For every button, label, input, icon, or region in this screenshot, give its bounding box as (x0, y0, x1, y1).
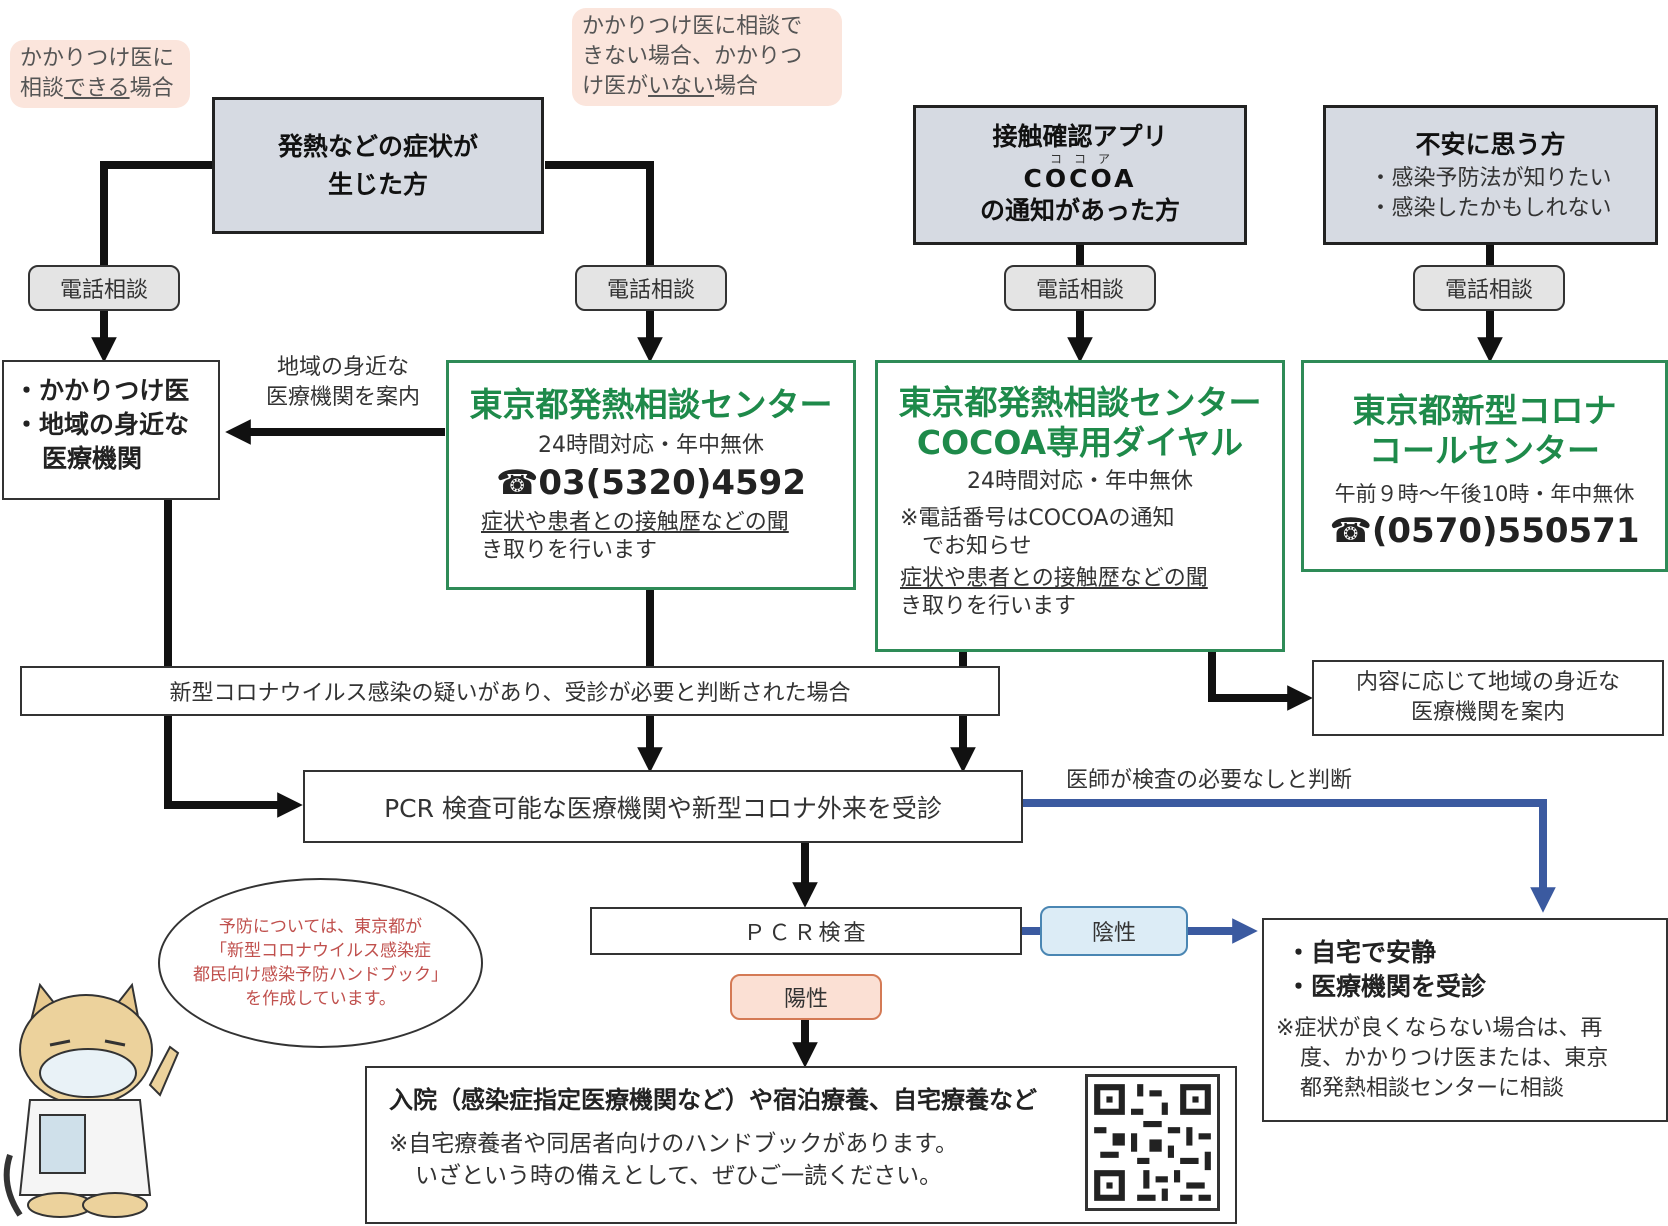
pcr-test-box: ＰＣＲ検査 (590, 907, 1022, 955)
center1-note1: 症状や患者との接触歴などの聞 (481, 510, 789, 535)
cocoa-line3: の通知があった方 (979, 196, 1180, 225)
positive-tag: 陽性 (730, 974, 882, 1020)
bubble-left-underline: できる (64, 76, 130, 101)
phone-consult-pill-1: 電話相談 (28, 265, 180, 311)
center3-title1: 東京都新型コロナ (1352, 391, 1617, 430)
home-item2: ・医療機関を受診 (1286, 972, 1487, 1001)
suspected-infection-box: 新型コロナウイルス感染の疑いがあり、受診が必要と判断された場合 (20, 666, 1000, 716)
phone-consult-pill-3: 電話相談 (1004, 265, 1156, 311)
outcome-title: 入院（感染症指定医療機関など）や宿泊療養、自宅療養など (389, 1086, 1037, 1114)
doctor-judge-label: 医師が検査の必要なしと判断 (1066, 768, 1353, 793)
center2-note1: 症状や患者との接触歴などの聞 (900, 566, 1208, 591)
anxious-box: 不安に思う方 ・感染予防法が知りたい ・感染したかもしれない (1323, 105, 1658, 245)
speech-line3: 都民向け感染予防ハンドブック」 (193, 965, 448, 985)
phone-consult-pill-4: 電話相談 (1413, 265, 1565, 311)
cocoa-guide-line2: 医療機関を案内 (1410, 700, 1565, 725)
home-note3: 都発熱相談センターに相談 (1300, 1076, 1565, 1101)
guide-line2: 医療機関を案内 (265, 385, 420, 410)
outcome-note2: いざという時の備えとして、ぜひご一読ください。 (415, 1163, 943, 1189)
cocoa-guide-line1: 内容に応じて地域の身近な (1355, 670, 1620, 695)
bubble-right-line2: きない場合、かかりつ (582, 44, 803, 69)
cocoa-dial-center-box: 東京都発熱相談センター COCOA専用ダイヤル 24時間対応・年中無休 ※電話番… (875, 360, 1285, 652)
local-item2: ・地域の身近な (14, 410, 190, 439)
qr-code[interactable] (1085, 1074, 1220, 1211)
center2-note2: き取りを行います (900, 594, 1077, 619)
corona-call-center-box: 東京都新型コロナ コールセンター 午前９時～午後10時・年中無休 ☎(0570)… (1301, 360, 1668, 572)
guide-local-label: 地域の身近な 医療機関を案内 (248, 353, 438, 413)
anxious-item2: ・感染したかもしれない (1369, 196, 1612, 221)
bubble-right-post: 場合 (714, 74, 759, 99)
anxious-title: 不安に思う方 (1415, 130, 1566, 159)
local-item1: ・かかりつけ医 (14, 376, 190, 405)
bubble-left-line1: かかりつけ医に (20, 46, 175, 71)
negative-tag: 陰性 (1040, 906, 1188, 956)
handbook-speech-balloon: 予防については、東京都が 「新型コロナウイルス感染症 都民向け感染予防ハンドブッ… (158, 878, 483, 1048)
bubble-left-post: 場合 (129, 76, 174, 101)
bubble-right-line1: かかりつけ医に相談で (582, 14, 803, 39)
speech-line1: 予防については、東京都が (218, 917, 423, 937)
center3-hours: 午前９時～午後10時・年中無休 (1334, 482, 1635, 506)
fever-consult-center-box: 東京都発熱相談センター 24時間対応・年中無休 ☎03(5320)4592 症状… (446, 360, 856, 590)
home-item1: ・自宅で安静 (1286, 938, 1437, 967)
cocoa-ruby: コ コ ア (1049, 152, 1110, 166)
mascot-cat-doctor-illustration (3, 982, 180, 1218)
home-note2: 度、かかりつけ医または、東京 (1300, 1046, 1609, 1071)
center2-warn2: でお知らせ (922, 534, 1032, 559)
visit-clinic-box: PCR 検査可能な医療機関や新型コロナ外来を受診 (303, 770, 1023, 843)
local-item3: 医療機関 (42, 444, 143, 473)
speech-line2: 「新型コロナウイルス感染症 (210, 941, 431, 961)
bubble-right-pre: け医が (582, 74, 649, 99)
guide-line1: 地域の身近な (276, 355, 409, 380)
local-doctor-box: ・かかりつけ医 ・地域の身近な 医療機関 (2, 360, 220, 500)
center2-title1: 東京都発熱相談センター (898, 383, 1262, 422)
center2-title2: COCOA専用ダイヤル (916, 423, 1244, 462)
bubble-left-pre: 相談 (20, 76, 65, 101)
center1-title: 東京都発熱相談センター (469, 385, 833, 424)
center1-tel: ☎03(5320)4592 (495, 463, 806, 503)
center1-note2: き取りを行います (481, 538, 658, 563)
cocoa-notice-box: 接触確認アプリ コ コ ア COCOA の通知があった方 (913, 105, 1247, 245)
bubble-cannot-consult: かかりつけ医に相談で きない場合、かかりつ け医がいない場合 (572, 8, 842, 106)
speech-line4: を作成しています。 (245, 989, 396, 1009)
outcome-note1: ※自宅療養者や同居者向けのハンドブックがあります。 (389, 1131, 958, 1157)
center3-tel: ☎(0570)550571 (1329, 511, 1640, 551)
cocoa-line2: COCOA (1023, 164, 1137, 193)
anxious-item1: ・感染予防法が知りたい (1369, 166, 1612, 191)
home-rest-box: ・自宅で安静 ・医療機関を受診 ※症状が良くならない場合は、再 度、かかりつけ医… (1262, 918, 1668, 1122)
bubble-can-consult: かかりつけ医に 相談できる場合 (10, 40, 190, 108)
center1-hours: 24時間対応・年中無休 (538, 433, 764, 458)
cocoa-local-guide-box: 内容に応じて地域の身近な 医療機関を案内 (1312, 660, 1664, 736)
bubble-right-underline: いない (648, 74, 715, 99)
fever-line2: 生じた方 (327, 169, 428, 199)
fever-line1: 発熱などの症状が (277, 131, 478, 161)
fever-symptom-box: 発熱などの症状が 生じた方 (212, 97, 544, 234)
center3-title2: コールセンター (1369, 431, 1600, 470)
home-note1: ※症状が良くならない場合は、再 (1276, 1016, 1603, 1041)
center2-hours: 24時間対応・年中無休 (967, 469, 1193, 494)
phone-consult-pill-2: 電話相談 (575, 265, 727, 311)
cocoa-line1: 接触確認アプリ (992, 122, 1168, 151)
center2-warn1: ※電話番号はCOCOAの通知 (900, 506, 1175, 531)
